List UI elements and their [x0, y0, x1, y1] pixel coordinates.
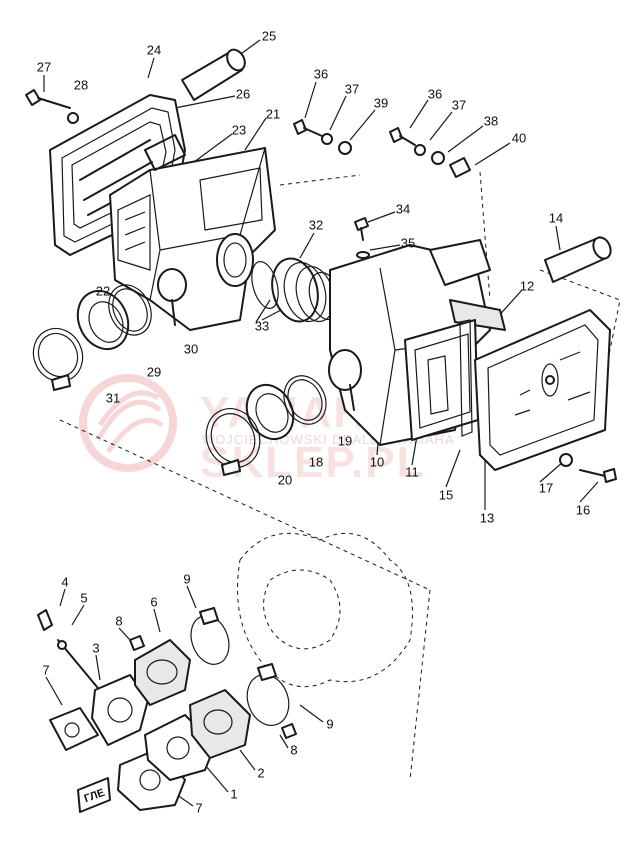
corner-logo: [77, 777, 111, 813]
part-number-25: 25: [261, 28, 277, 44]
bolts-top-right: [293, 119, 471, 178]
part-number-22: 22: [95, 283, 111, 299]
right-air-box-joint: [205, 375, 327, 476]
part-number-17: 17: [538, 480, 554, 496]
part-number-35: 35: [400, 235, 416, 251]
part-number-3: 3: [92, 640, 100, 656]
part-number-10: 10: [369, 454, 385, 470]
carburetor-joint-assembly: [37, 607, 297, 811]
part-number-7b: 7: [195, 800, 203, 816]
part-number-23: 23: [231, 122, 247, 138]
part-number-2: 2: [257, 765, 265, 781]
part-number-11: 11: [405, 464, 419, 480]
part-number-4: 4: [61, 574, 69, 590]
part-number-40: 40: [511, 130, 527, 146]
part-number-5: 5: [80, 590, 88, 606]
part-number-9b: 9: [326, 716, 334, 732]
part-number-20: 20: [277, 472, 293, 488]
part-number-36b: 36: [427, 86, 443, 102]
bolt-27: [25, 89, 79, 124]
part-number-37a: 37: [344, 81, 360, 97]
part-number-14: 14: [548, 210, 564, 226]
part-number-12: 12: [519, 278, 535, 294]
part-number-9a: 9: [183, 571, 191, 587]
part-number-39: 39: [373, 95, 389, 111]
part-number-19: 19: [337, 433, 353, 449]
part-number-29: 29: [146, 364, 162, 380]
part-number-24: 24: [146, 42, 162, 58]
screw-34: [354, 217, 370, 259]
part-number-6: 6: [150, 594, 158, 610]
part-number-16: 16: [575, 502, 591, 518]
part-number-33: 33: [254, 318, 270, 334]
part-number-8a: 8: [115, 613, 123, 629]
part-number-13: 13: [479, 510, 495, 526]
part-number-37b: 37: [451, 97, 467, 113]
part-number-32: 32: [308, 217, 324, 233]
part-number-27: 27: [36, 59, 52, 75]
right-filter-cover: [474, 309, 611, 471]
left-air-box: [109, 134, 276, 331]
right-filter-element: [404, 319, 479, 441]
part-number-36a: 36: [313, 66, 329, 82]
part-number-7a: 7: [42, 662, 50, 678]
part-number-1: 1: [230, 786, 238, 802]
engine-outline: [237, 532, 413, 688]
bolt-16: [559, 453, 617, 483]
part-number-28: 28: [73, 77, 89, 93]
part-number-26: 26: [235, 86, 251, 102]
part-number-30: 30: [183, 341, 199, 357]
part-number-31: 31: [105, 390, 121, 406]
part-number-18: 18: [308, 454, 324, 470]
intake-tube-right: [544, 236, 612, 283]
part-number-38: 38: [483, 113, 499, 129]
part-number-34: 34: [395, 201, 411, 217]
intake-tube-top: [181, 48, 246, 101]
part-number-15: 15: [438, 487, 454, 503]
part-number-21: 21: [265, 106, 281, 122]
left-air-box-joint: [32, 268, 187, 391]
part-number-8b: 8: [290, 742, 298, 758]
